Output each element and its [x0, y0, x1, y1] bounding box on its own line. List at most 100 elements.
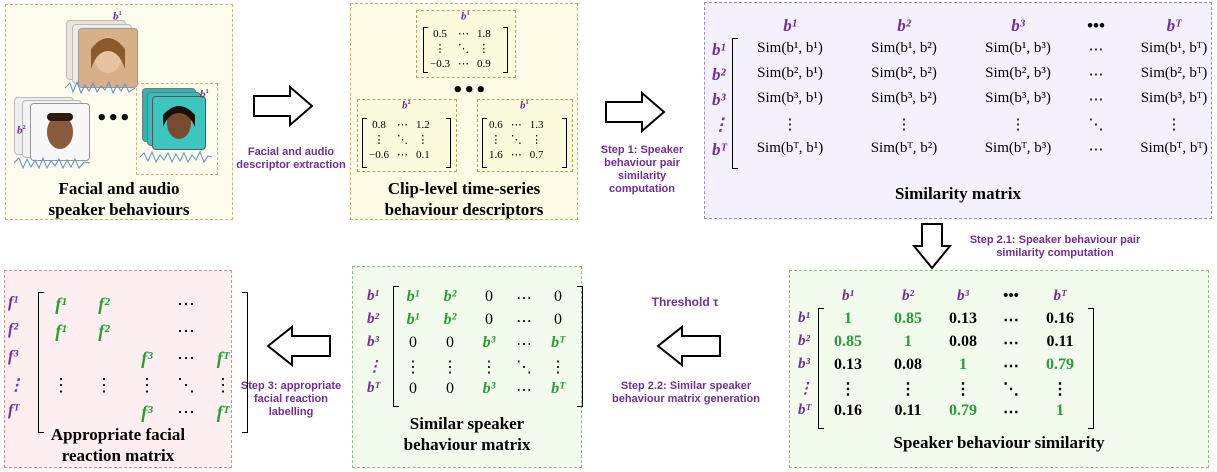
column-header: b¹ — [842, 288, 854, 304]
caption-line: Facial and audio — [58, 179, 180, 198]
matrix-bracket-left — [732, 38, 738, 169]
audio-waveform-top — [65, 80, 135, 95]
arrow-right-b — [605, 90, 666, 134]
arrow-down-c — [912, 223, 952, 270]
matrix-cell: ⋯ — [1088, 142, 1104, 158]
matrix-cell: Sim(b¹, b³) — [985, 40, 1051, 56]
descriptor-cell: ⋮ — [434, 43, 446, 55]
descriptor-cell: ⋯ — [457, 28, 469, 40]
matrix-cell: 0 — [409, 334, 417, 351]
descriptor-cell: ⋯ — [396, 149, 408, 161]
matrix-cell: b¹ — [406, 288, 420, 305]
matrix-cell: 1 — [959, 356, 967, 373]
row-header: ⋮ — [367, 359, 382, 375]
face-image-female-2 — [152, 96, 206, 150]
matrix-cell: Sim(bᵀ, bᵀ) — [1140, 140, 1208, 156]
arrow-right-a — [253, 84, 314, 128]
column-header: b² — [902, 288, 914, 304]
matrix-cell: ⋮ — [138, 375, 156, 395]
descriptor-cell: 1.3 — [529, 119, 544, 131]
column-header: b³ — [957, 288, 969, 304]
row-header: b³ — [367, 334, 379, 350]
matrix-cell: 0 — [446, 380, 454, 397]
matrix-cell: bᵀ — [551, 334, 565, 351]
audio-waveform-left — [14, 156, 90, 170]
label-b2-left: b2 — [17, 124, 26, 137]
matrix-cell: 1 — [1056, 402, 1064, 419]
descriptor-cell: ⋯ — [510, 149, 522, 161]
matrix-cell: ⋯ — [1088, 42, 1104, 58]
matrix-cell: Sim(b³, b³) — [985, 90, 1051, 106]
arrow-d-label: Step 2.2: Similar speaker behaviour matr… — [612, 380, 760, 405]
row-header: b² — [798, 333, 810, 349]
row-header: b¹ — [712, 40, 726, 59]
matrix-cell: 0.11 — [894, 402, 922, 419]
matrix-cell: Sim(b³, bᵀ) — [1140, 90, 1208, 106]
matrix-bracket-right — [577, 286, 583, 407]
matrix-cell: 0.79 — [949, 402, 977, 419]
descriptor-matrix-left: b2 0.8⋯1.2⋮⋱⋮−0.6⋯0.1 — [357, 99, 457, 172]
arrow-e-label: Step 3: appropriate facial reaction labe… — [240, 380, 342, 418]
matrix-cell: 0 — [554, 288, 562, 305]
matrix-cell: ⋯ — [1003, 404, 1019, 421]
matrix-cell: ⋯ — [177, 294, 195, 314]
descriptor-cell: 0.8 — [372, 119, 386, 131]
arrow-left-e — [266, 324, 331, 368]
row-header: ⋮ — [712, 115, 729, 134]
matrix-cell: 0 — [554, 311, 562, 328]
matrix-cell: Sim(bᵀ, b¹) — [756, 140, 824, 156]
label-b1: b1 — [461, 10, 470, 23]
matrix-bracket-left — [38, 292, 44, 433]
descriptor-cell: 0.7 — [529, 149, 544, 161]
descriptor-cell: ⋯ — [510, 119, 522, 131]
face-image-male — [30, 103, 90, 161]
matrix-cell: 0.85 — [894, 310, 922, 327]
matrix-cell: ⋮ — [955, 381, 971, 398]
matrix-cell: ⋯ — [516, 313, 532, 330]
descriptor-cell: ⋯ — [457, 58, 469, 70]
descriptor-cell: ⋮ — [373, 134, 385, 146]
matrix-cell: 0.13 — [834, 356, 862, 373]
matrix-cell: ⋮ — [840, 381, 856, 398]
panel-b-caption: Clip-level time-series behaviour descrip… — [350, 178, 578, 220]
appropriate-facial-reaction-panel — [4, 270, 232, 468]
matrix-cell: ⋮ — [52, 375, 70, 395]
descriptor-cell: 0.6 — [489, 119, 503, 131]
matrix-cell: ⋯ — [516, 290, 532, 307]
row-header: b¹ — [798, 310, 810, 326]
row-header: b² — [367, 311, 379, 327]
matrix-cell: Sim(b², b¹) — [757, 65, 823, 81]
arrow-c-label: Step 2.1: Speaker behaviour pair similar… — [969, 234, 1141, 259]
descriptor-cell: ⋱ — [396, 134, 408, 146]
matrix-cell: 0.16 — [834, 402, 862, 419]
matrix-cell: f¹ — [55, 321, 67, 341]
descriptor-cell: ⋮ — [417, 134, 429, 146]
matrix-cell: ⋱ — [1003, 381, 1019, 398]
descriptor-cell: ⋮ — [531, 134, 543, 146]
matrix-cell: Sim(b², b²) — [871, 65, 937, 81]
ellipsis-dots-b: ••• — [452, 80, 487, 101]
row-header: f¹ — [8, 294, 19, 311]
panel-c-caption: Similarity matrix — [894, 184, 1022, 203]
label-bT: b1 — [520, 99, 529, 112]
matrix-bracket-left — [818, 308, 824, 429]
panel-f-caption: Appropriate facial reaction matrix — [4, 424, 232, 466]
descriptor-cell: ⋱ — [510, 134, 522, 146]
matrix-cell: ⋮ — [1010, 117, 1026, 133]
label-b2: b2 — [402, 99, 411, 112]
matrix-cell: ⋮ — [782, 117, 798, 133]
column-header: b² — [897, 16, 911, 35]
audio-waveform-right — [140, 150, 212, 164]
matrix-cell: b³ — [482, 380, 496, 397]
matrix-cell: ⋯ — [1003, 312, 1019, 329]
matrix-cell: ⋯ — [177, 402, 195, 422]
caption-line: behaviour matrix — [403, 435, 531, 454]
matrix-cell: ⋮ — [214, 375, 232, 395]
matrix-cell: 0 — [485, 311, 493, 328]
matrix-bracket-right — [242, 292, 248, 433]
matrix-cell: ⋮ — [405, 359, 421, 376]
row-header: b³ — [712, 90, 726, 109]
panel-e-caption: Similar speaker behaviour matrix — [352, 413, 582, 455]
descriptor-matrix-top: b1 0.5⋯1.8⋮⋱⋮−0.3⋯0.9 — [416, 10, 516, 78]
matrix-cell: f³ — [141, 402, 153, 422]
